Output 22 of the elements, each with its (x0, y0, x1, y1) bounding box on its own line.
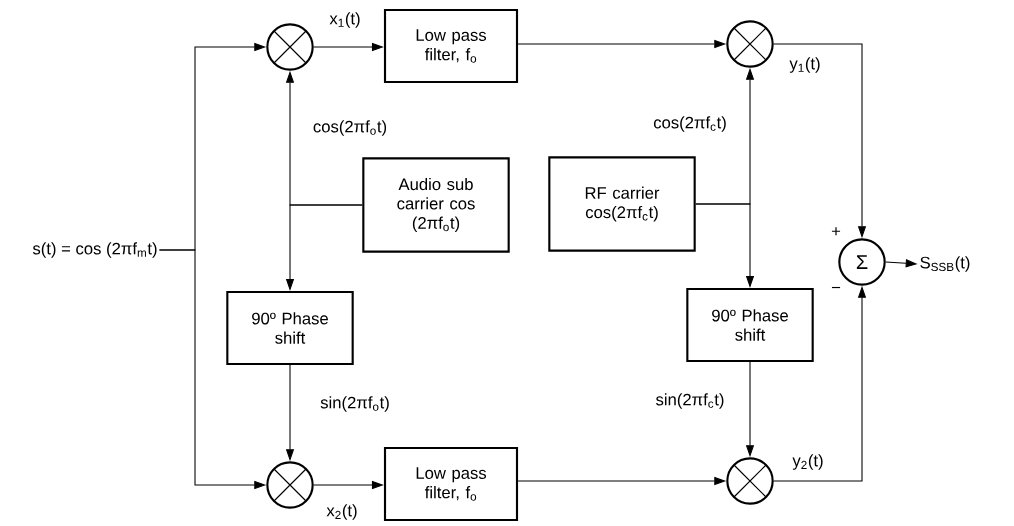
edge-label: x$_{1}$(t) (328, 10, 362, 30)
oscillator-box: RF carrier cos(2πf$_{c}$t) (548, 156, 696, 252)
edge-label: y$_{2}$(t) (791, 452, 825, 472)
input-label: s(t) = cos (2πf$_{m}$t) (32, 242, 157, 258)
mixer-circle (726, 457, 774, 505)
mixer-circle (266, 23, 314, 71)
edge-label: cos(2πf$_{o}$t) (311, 118, 389, 138)
sign-label: − (831, 286, 841, 289)
oscillator-box: Audio sub carrier cos (2πf$_{o}$t) (362, 157, 510, 253)
filter-box: Low pass filter, f$_{o}$ (383, 8, 519, 84)
output-label: S$_{SSB}$(t) (920, 256, 970, 272)
edge-label: x$_{2}$(t) (325, 502, 359, 522)
phase-shift-box: 90º Phase shift (226, 290, 354, 366)
phase-shift-box: 90º Phase shift (686, 287, 814, 363)
filter-box: Low pass filter, f$_{o}$ (383, 446, 519, 522)
mixer-circle (266, 461, 314, 509)
edge-label: cos(2πf$_{c}$t) (651, 114, 729, 134)
edge-label: y$_{1}$(t) (788, 55, 822, 75)
sign-label: + (831, 227, 841, 236)
mixer-circle (726, 20, 774, 68)
edge-label: sin(2πf$_{c}$t) (654, 391, 726, 411)
edge-label: sin(2πf$_{o}$t) (318, 394, 392, 414)
